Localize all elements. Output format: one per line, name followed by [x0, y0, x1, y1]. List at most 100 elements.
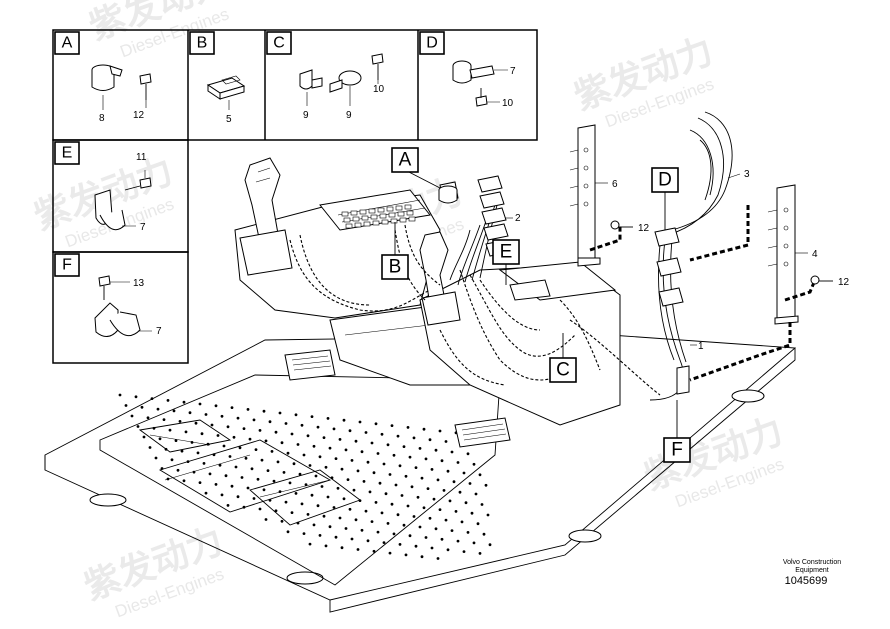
floor-mat-dot	[158, 437, 162, 441]
keypad-key	[361, 215, 369, 221]
floor-mat-dot	[194, 421, 198, 425]
floor-mat-dot	[440, 459, 444, 463]
keypad-key	[370, 214, 378, 220]
floor-mat-dot	[130, 414, 134, 418]
floor-mat-dot	[414, 466, 418, 469]
floor-mat-dot	[466, 531, 470, 534]
floor-mat-dot	[420, 476, 424, 480]
floor-mat-dot	[284, 500, 288, 504]
footer-company-line1: Volvo Construction	[783, 559, 841, 566]
floor-mat-dot	[182, 479, 186, 483]
bracket-4	[689, 184, 817, 382]
floor-mat-dot	[264, 439, 268, 443]
keypad-key	[408, 216, 416, 222]
floor-mat-dot	[290, 432, 294, 436]
floor-mat-dot	[176, 468, 180, 472]
bolt-12-lower	[810, 275, 833, 285]
floor-mat-dot	[318, 534, 322, 537]
floor-mat-dot	[302, 532, 306, 535]
panel-b-label-5: 5	[226, 114, 232, 125]
floor-mat-dot	[250, 467, 254, 471]
floor-mat-dot	[486, 513, 490, 517]
floor-mat-dot	[448, 499, 452, 503]
floor-mat-dot	[320, 485, 324, 488]
panel-c-label-9b: 9	[346, 110, 352, 121]
floor-mat-dot	[360, 450, 364, 454]
keypad-key	[352, 216, 360, 222]
floor-mat-dot	[300, 423, 304, 427]
floor-mat-dot	[244, 456, 248, 460]
floor-mat-dot	[242, 427, 246, 430]
bolt-12-upper	[610, 220, 633, 230]
floor-mat-dot	[396, 513, 400, 517]
floor-mat-dot	[386, 522, 390, 525]
floor-mat-dot	[216, 434, 220, 437]
keypad-key	[350, 210, 358, 216]
floor-mat-dot	[388, 473, 392, 476]
callout-c: C	[549, 333, 577, 383]
floor-mat-dot	[342, 418, 346, 422]
detail-panel-c: C 9 9 10	[266, 31, 385, 121]
floor-mat-dot	[248, 437, 252, 441]
floor-mat-dot	[252, 497, 256, 500]
floor-mat-dot	[382, 462, 386, 466]
panel-a-label-8: 8	[99, 113, 105, 124]
floor-mat-dot	[220, 414, 224, 418]
floor-mat-dot	[148, 446, 152, 449]
floor-mat-dot	[228, 455, 232, 458]
floor-mat-dot	[362, 480, 366, 483]
floor-mat-dot	[332, 506, 336, 509]
floor-mat-dot	[236, 495, 240, 499]
floor-mat-dot	[344, 448, 348, 452]
floor-mat-dot	[392, 453, 396, 457]
floor-mat-dot	[124, 404, 128, 407]
floor-mat-dot	[386, 443, 390, 447]
floor-mat-dot	[198, 481, 202, 484]
floor-mat-dot	[398, 543, 402, 546]
panel-d-label-10: 10	[502, 98, 514, 109]
keypad-key	[388, 212, 396, 218]
floor-mat-dot	[286, 530, 290, 534]
part-number-labels: 1 2 3 4 6 12 12	[505, 169, 850, 352]
floor-mat-dot	[472, 541, 476, 545]
floor-mat-dot	[400, 494, 404, 497]
footer: Volvo Construction Equipment 1045699	[783, 559, 841, 587]
panel-d-label-7: 7	[510, 66, 516, 77]
floor-mat-dot	[350, 537, 354, 541]
floor-mat-dot	[202, 462, 206, 465]
floor-mat-dot	[156, 407, 160, 411]
floor-mat-dot	[342, 497, 346, 501]
floor-mat-dot	[434, 448, 438, 452]
floor-mat-dot	[338, 516, 342, 520]
floor-mat-dot	[370, 441, 374, 445]
floor-mat-dot	[374, 501, 378, 504]
floor-mat-dot	[254, 448, 258, 451]
connector-5-icon	[206, 75, 246, 100]
floor-mat-dot	[404, 553, 408, 557]
keypad-key	[390, 218, 398, 224]
floor-mat-dot	[214, 483, 218, 486]
floor-mat-dot	[262, 488, 266, 492]
keypad-key	[368, 208, 376, 214]
floor-mat-dot	[398, 464, 402, 468]
detail-panel-a: A 8 12	[54, 31, 152, 124]
floor-mat-dot	[376, 530, 380, 534]
floor-mat-dot	[172, 409, 176, 413]
floor-mat-dot	[484, 483, 488, 487]
floor-mat-dot	[312, 444, 316, 448]
detail-panel-f: F 13 7	[54, 253, 162, 337]
left-console-keypad	[341, 204, 416, 229]
floor-mat-dot	[246, 486, 250, 490]
floor-mat-dot	[376, 452, 380, 455]
floor-mat-dot	[306, 434, 310, 438]
floor-mat-dot	[414, 544, 418, 548]
floor-mat-dot	[438, 508, 442, 511]
floor-mat-dot	[450, 450, 454, 454]
floor-mat-dot	[328, 525, 332, 529]
floor-mat-dot	[392, 532, 396, 536]
floor-mat-dot	[418, 525, 422, 529]
floor-mat-dot	[394, 483, 398, 487]
floor-mat-dot	[428, 516, 432, 520]
floor-mat-dot	[302, 453, 306, 457]
floor-mat-dot	[278, 411, 282, 415]
